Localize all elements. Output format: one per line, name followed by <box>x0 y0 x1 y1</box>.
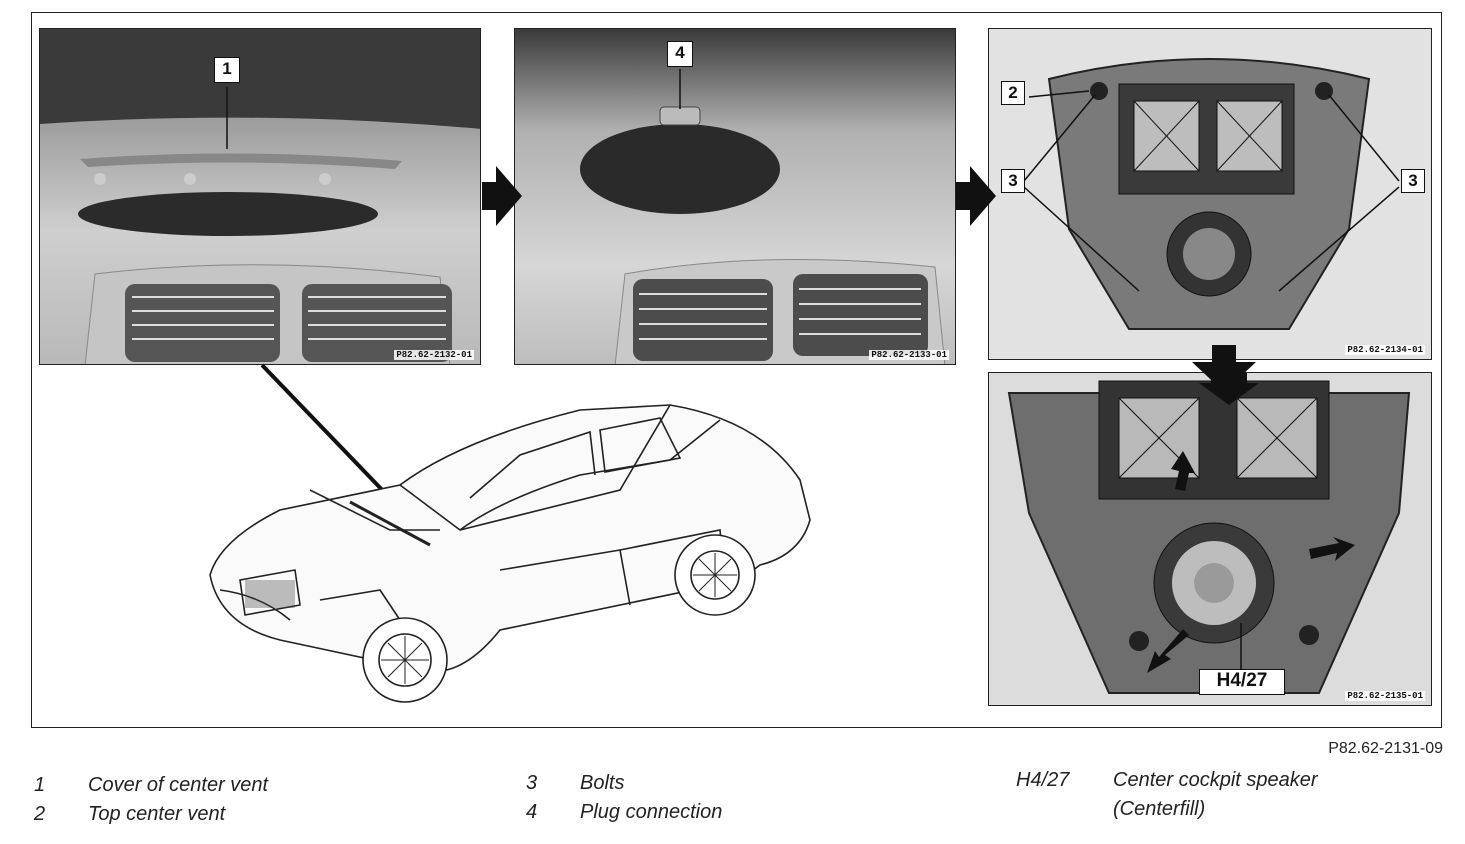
legend-text: Center cockpit speaker <box>1113 769 1318 791</box>
photo-id-label: P82.62-2133-01 <box>869 350 949 360</box>
callout-h4-27: H4/27 <box>1199 669 1285 695</box>
photo-panel-speaker: H4/27 P82.62-2135-01 <box>988 372 1432 706</box>
callout-2: 2 <box>1001 81 1025 105</box>
figure-id: P82.62-2131-09 <box>1328 740 1443 757</box>
arrow-right-1 <box>482 166 522 226</box>
photo-id-label: P82.62-2132-01 <box>394 350 474 360</box>
legend-key: 2 <box>34 803 46 825</box>
legend-key: 4 <box>526 801 538 823</box>
car-illustration <box>209 404 811 703</box>
legend-text: Bolts <box>580 772 625 794</box>
legend-text: Top center vent <box>88 803 226 825</box>
callout-3-right: 3 <box>1401 169 1425 193</box>
legend-text: Cover of center vent <box>88 774 269 796</box>
figure-frame <box>31 12 1442 728</box>
legend-text-continued: (Centerfill) <box>1113 798 1206 820</box>
callout-4: 4 <box>667 41 693 67</box>
callout-1: 1 <box>214 57 240 83</box>
arrow-down <box>1192 345 1256 392</box>
arrow-right-2 <box>956 166 996 226</box>
photo-panel-cover: 1 P82.62-2132-01 <box>39 28 481 365</box>
legend-key: H4/27 <box>1016 769 1070 791</box>
legend-text: Plug connection <box>580 801 723 823</box>
legend-key: 1 <box>34 774 46 796</box>
photo-panel-vent: 2 3 3 P82.62-2134-01 <box>988 28 1432 360</box>
callout-3-left: 3 <box>1001 169 1025 193</box>
photo-panel-plug: 4 P82.62-2133-01 <box>514 28 956 365</box>
legend-key: 3 <box>526 772 538 794</box>
photo-id-label: P82.62-2135-01 <box>1345 691 1425 701</box>
photo-id-label: P82.62-2134-01 <box>1345 345 1425 355</box>
